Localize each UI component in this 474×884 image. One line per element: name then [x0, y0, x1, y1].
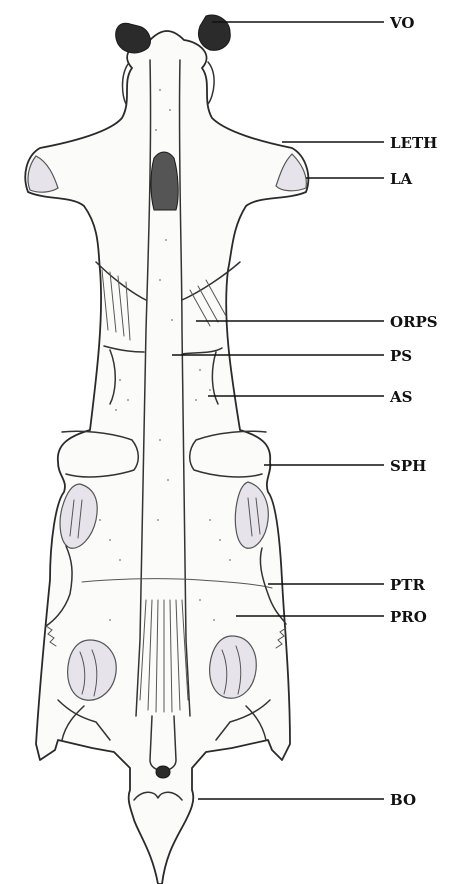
vomer-left-tip — [116, 23, 151, 53]
label-orps: ORPS — [390, 313, 438, 331]
label-bo: BO — [390, 791, 416, 809]
label-leth: LETH — [390, 134, 437, 152]
vomer-right-lobe — [208, 62, 214, 104]
label-ptr: PTR — [390, 576, 425, 594]
parasphenoid-notch — [151, 152, 178, 210]
label-ps: PS — [390, 347, 412, 365]
label-sph: SPH — [390, 457, 426, 475]
bulla-right — [210, 636, 257, 698]
label-la: LA — [390, 170, 413, 188]
vomer-right-tip — [198, 15, 230, 50]
label-vo: VO — [389, 14, 414, 32]
basioccipital-dot — [156, 766, 170, 778]
label-pro: PRO — [390, 608, 427, 626]
label-as: AS — [389, 388, 412, 406]
